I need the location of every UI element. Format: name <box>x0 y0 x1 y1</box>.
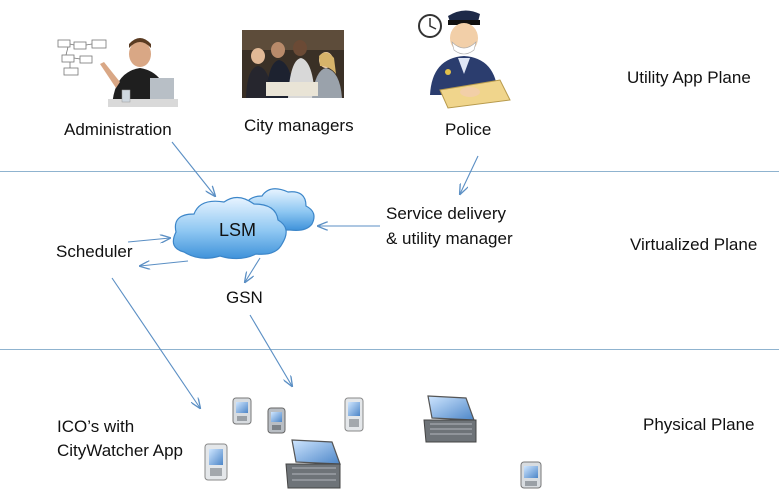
scheduler-label: Scheduler <box>56 242 133 261</box>
arrow-scheduler-to-devices <box>111 277 200 408</box>
smartphone-icon <box>232 397 252 425</box>
actor-label-city-managers: City managers <box>244 116 354 135</box>
arrow-lsm-to-scheduler <box>140 260 189 266</box>
actor-label-police: Police <box>445 120 492 139</box>
cloud-icon <box>172 188 315 260</box>
ico-label-line2: CityWatcher App <box>57 441 183 460</box>
lsm-label: LSM <box>219 220 257 240</box>
ico-label-line1: ICO’s with <box>57 417 135 436</box>
plane-label-physical: Physical Plane <box>643 415 755 434</box>
arrow-police-to-service <box>460 155 479 194</box>
arrow-gsn-to-devices <box>249 314 292 386</box>
plane-label-virtualized: Virtualized Plane <box>630 235 758 254</box>
plane-divider-bottom <box>0 349 779 350</box>
smartphone-icon <box>520 461 542 489</box>
gsn-label: GSN <box>226 288 263 307</box>
handheld-device-icon <box>285 439 341 489</box>
admin-photo <box>55 35 178 107</box>
service-delivery-label-line2: & utility manager <box>386 229 513 248</box>
arrow-scheduler-to-lsm <box>127 238 170 242</box>
smartphone-icon <box>344 397 364 432</box>
service-delivery-label-line1: Service delivery <box>386 204 506 223</box>
smartphone-icon <box>267 407 286 434</box>
city-managers-photo <box>242 30 344 98</box>
smartphone-icon <box>204 443 228 481</box>
arrow-lsm-to-gsn <box>245 257 261 282</box>
arrow-admin-to-lsm <box>171 141 215 196</box>
police-clipart <box>418 10 511 109</box>
plane-divider-top <box>0 171 779 172</box>
actor-label-administration: Administration <box>64 120 172 139</box>
handheld-device-icon <box>423 395 477 443</box>
plane-label-utility-app: Utility App Plane <box>627 68 751 87</box>
